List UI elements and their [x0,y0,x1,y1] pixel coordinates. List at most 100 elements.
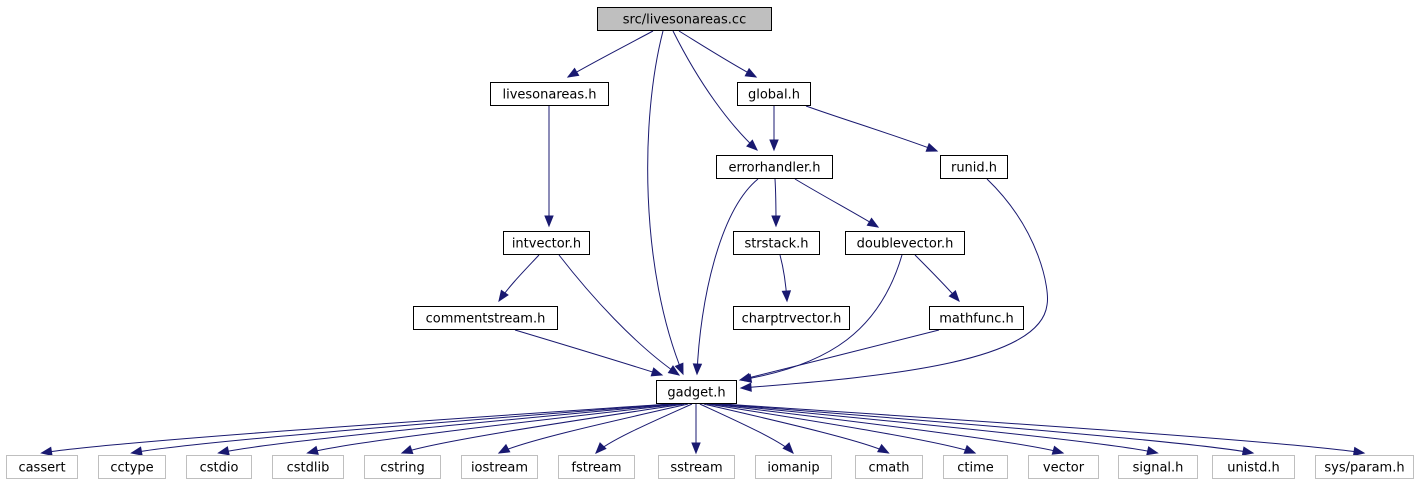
edge-gadget-to-cmath [703,403,889,454]
node-box-cstdio [186,455,252,479]
node-runid[interactable]: runid.h [940,155,1008,179]
arrowhead-mathfunc-to-gadget [738,372,752,383]
node-label-cctype: cctype [110,461,153,476]
node-label-gadget: gadget.h [667,386,725,401]
arrowhead-gadget-to-vector [1051,445,1065,455]
node-unistd: unistd.h [1212,455,1295,479]
edge-root-to-errorhandler [672,30,758,151]
edge-gadget-to-iostream [498,403,689,454]
node-box-runid [940,155,1008,179]
node-label-cstdio: cstdio [200,461,239,476]
node-label-mathfunc: mathfunc.h [939,312,1014,327]
node-intvector[interactable]: intvector.h [503,231,590,255]
node-label-signal: signal.h [1133,461,1184,476]
arrowhead-strstack-to-charptrvector [781,290,792,303]
node-label-cmath: cmath [868,461,909,476]
node-global[interactable]: global.h [737,82,811,106]
node-box-global [737,82,811,106]
node-label-iomanip: iomanip [767,461,819,476]
edge-gadget-to-cstdio [218,403,677,454]
edge-gadget-to-cassert [41,403,670,454]
arrowhead-errorhandler-to-strstack [771,215,781,228]
edges-layer [40,30,1366,457]
arrowhead-gadget-to-cstring [400,445,414,454]
arrowhead-intvector-to-commentstream [498,289,509,303]
node-label-iostream: iostream [471,461,528,476]
arrowhead-global-to-runid [925,142,939,152]
node-charptrvector[interactable]: charptrvector.h [733,306,850,330]
node-box-root [597,7,772,31]
arrowhead-livesonareas-to-intvector [544,215,554,228]
node-box-commentstream [413,306,558,330]
node-root[interactable]: src/livesonareas.cc [597,7,772,31]
arrowhead-root-to-errorhandler [746,139,758,151]
node-label-sysparam: sys/param.h [1324,461,1404,476]
edge-gadget-to-cstring [401,403,685,454]
arrowhead-doublevector-to-mathfunc [948,289,960,303]
node-cmath: cmath [855,455,923,479]
node-box-mathfunc [929,306,1024,330]
edge-root-to-global [678,30,757,78]
arrowhead-gadget-to-iostream [497,443,511,454]
node-label-commentstream: commentstream.h [426,312,546,327]
node-label-doublevector: doublevector.h [857,237,954,252]
node-label-fstream: fstream [571,461,621,476]
node-box-intvector [503,231,590,255]
node-label-intvector: intvector.h [512,237,581,252]
node-box-unistd [1212,455,1295,479]
node-cstring: cstring [364,455,441,479]
arrowhead-root-to-global [744,67,758,78]
arrowhead-global-to-errorhandler [769,139,779,152]
arrowhead-intvector-to-gadget [667,365,681,376]
node-signal: signal.h [1118,455,1198,479]
edge-doublevector-to-gadget [740,254,903,381]
node-box-ctime [943,455,1008,479]
arrowhead-gadget-to-iomanip [782,442,794,454]
node-label-errorhandler: errorhandler.h [728,161,820,176]
node-iomanip: iomanip [755,455,832,479]
node-cstdlib: cstdlib [272,455,344,479]
edge-gadget-to-vector [710,403,1064,454]
node-label-unistd: unistd.h [1227,461,1280,476]
node-errorhandler[interactable]: errorhandler.h [716,155,833,179]
node-label-root: src/livesonareas.cc [623,13,746,28]
node-box-sysparam [1315,455,1414,479]
node-box-iomanip [755,455,832,479]
node-fstream: fstream [558,455,635,479]
edge-root-to-livesonareas [567,30,654,78]
node-label-strstack: strstack.h [744,237,808,252]
node-label-livesonareas: livesonareas.h [502,88,596,103]
node-box-sstream [658,455,735,479]
arrowhead-root-to-gadget [674,362,684,376]
node-strstack[interactable]: strstack.h [733,231,820,255]
node-box-doublevector [845,231,965,255]
node-commentstream[interactable]: commentstream.h [413,306,558,330]
node-box-errorhandler [716,155,833,179]
arrowhead-gadget-to-signal [1146,446,1159,456]
arrowhead-gadget-to-cstdio [217,446,230,456]
node-cctype: cctype [98,455,166,479]
node-label-vector: vector [1043,461,1085,476]
node-box-cctype [98,455,166,479]
node-livesonareas[interactable]: livesonareas.h [490,82,609,106]
node-iostream: iostream [461,455,538,479]
arrowhead-root-to-livesonareas [566,67,580,78]
edge-commentstream-to-gadget [514,329,663,376]
node-gadget[interactable]: gadget.h [656,380,737,404]
edge-gadget-to-sysparam [722,403,1365,454]
node-label-charptrvector: charptrvector.h [742,312,842,327]
arrowhead-gadget-to-sysparam [1352,446,1366,457]
edge-gadget-to-cctype [131,403,674,454]
arrowhead-gadget-to-ctime [963,444,977,454]
node-mathfunc[interactable]: mathfunc.h [929,306,1024,330]
node-doublevector[interactable]: doublevector.h [845,231,965,255]
node-box-strstack [733,231,820,255]
node-cstdio: cstdio [186,455,252,479]
arrowhead-gadget-to-cmath [877,443,890,454]
node-sstream: sstream [658,455,735,479]
node-cassert: cassert [6,455,78,479]
arrowhead-gadget-to-fstream [595,442,607,454]
arrowhead-gadget-to-cctype [130,446,143,456]
arrowhead-gadget-to-cstdlib [306,445,319,455]
